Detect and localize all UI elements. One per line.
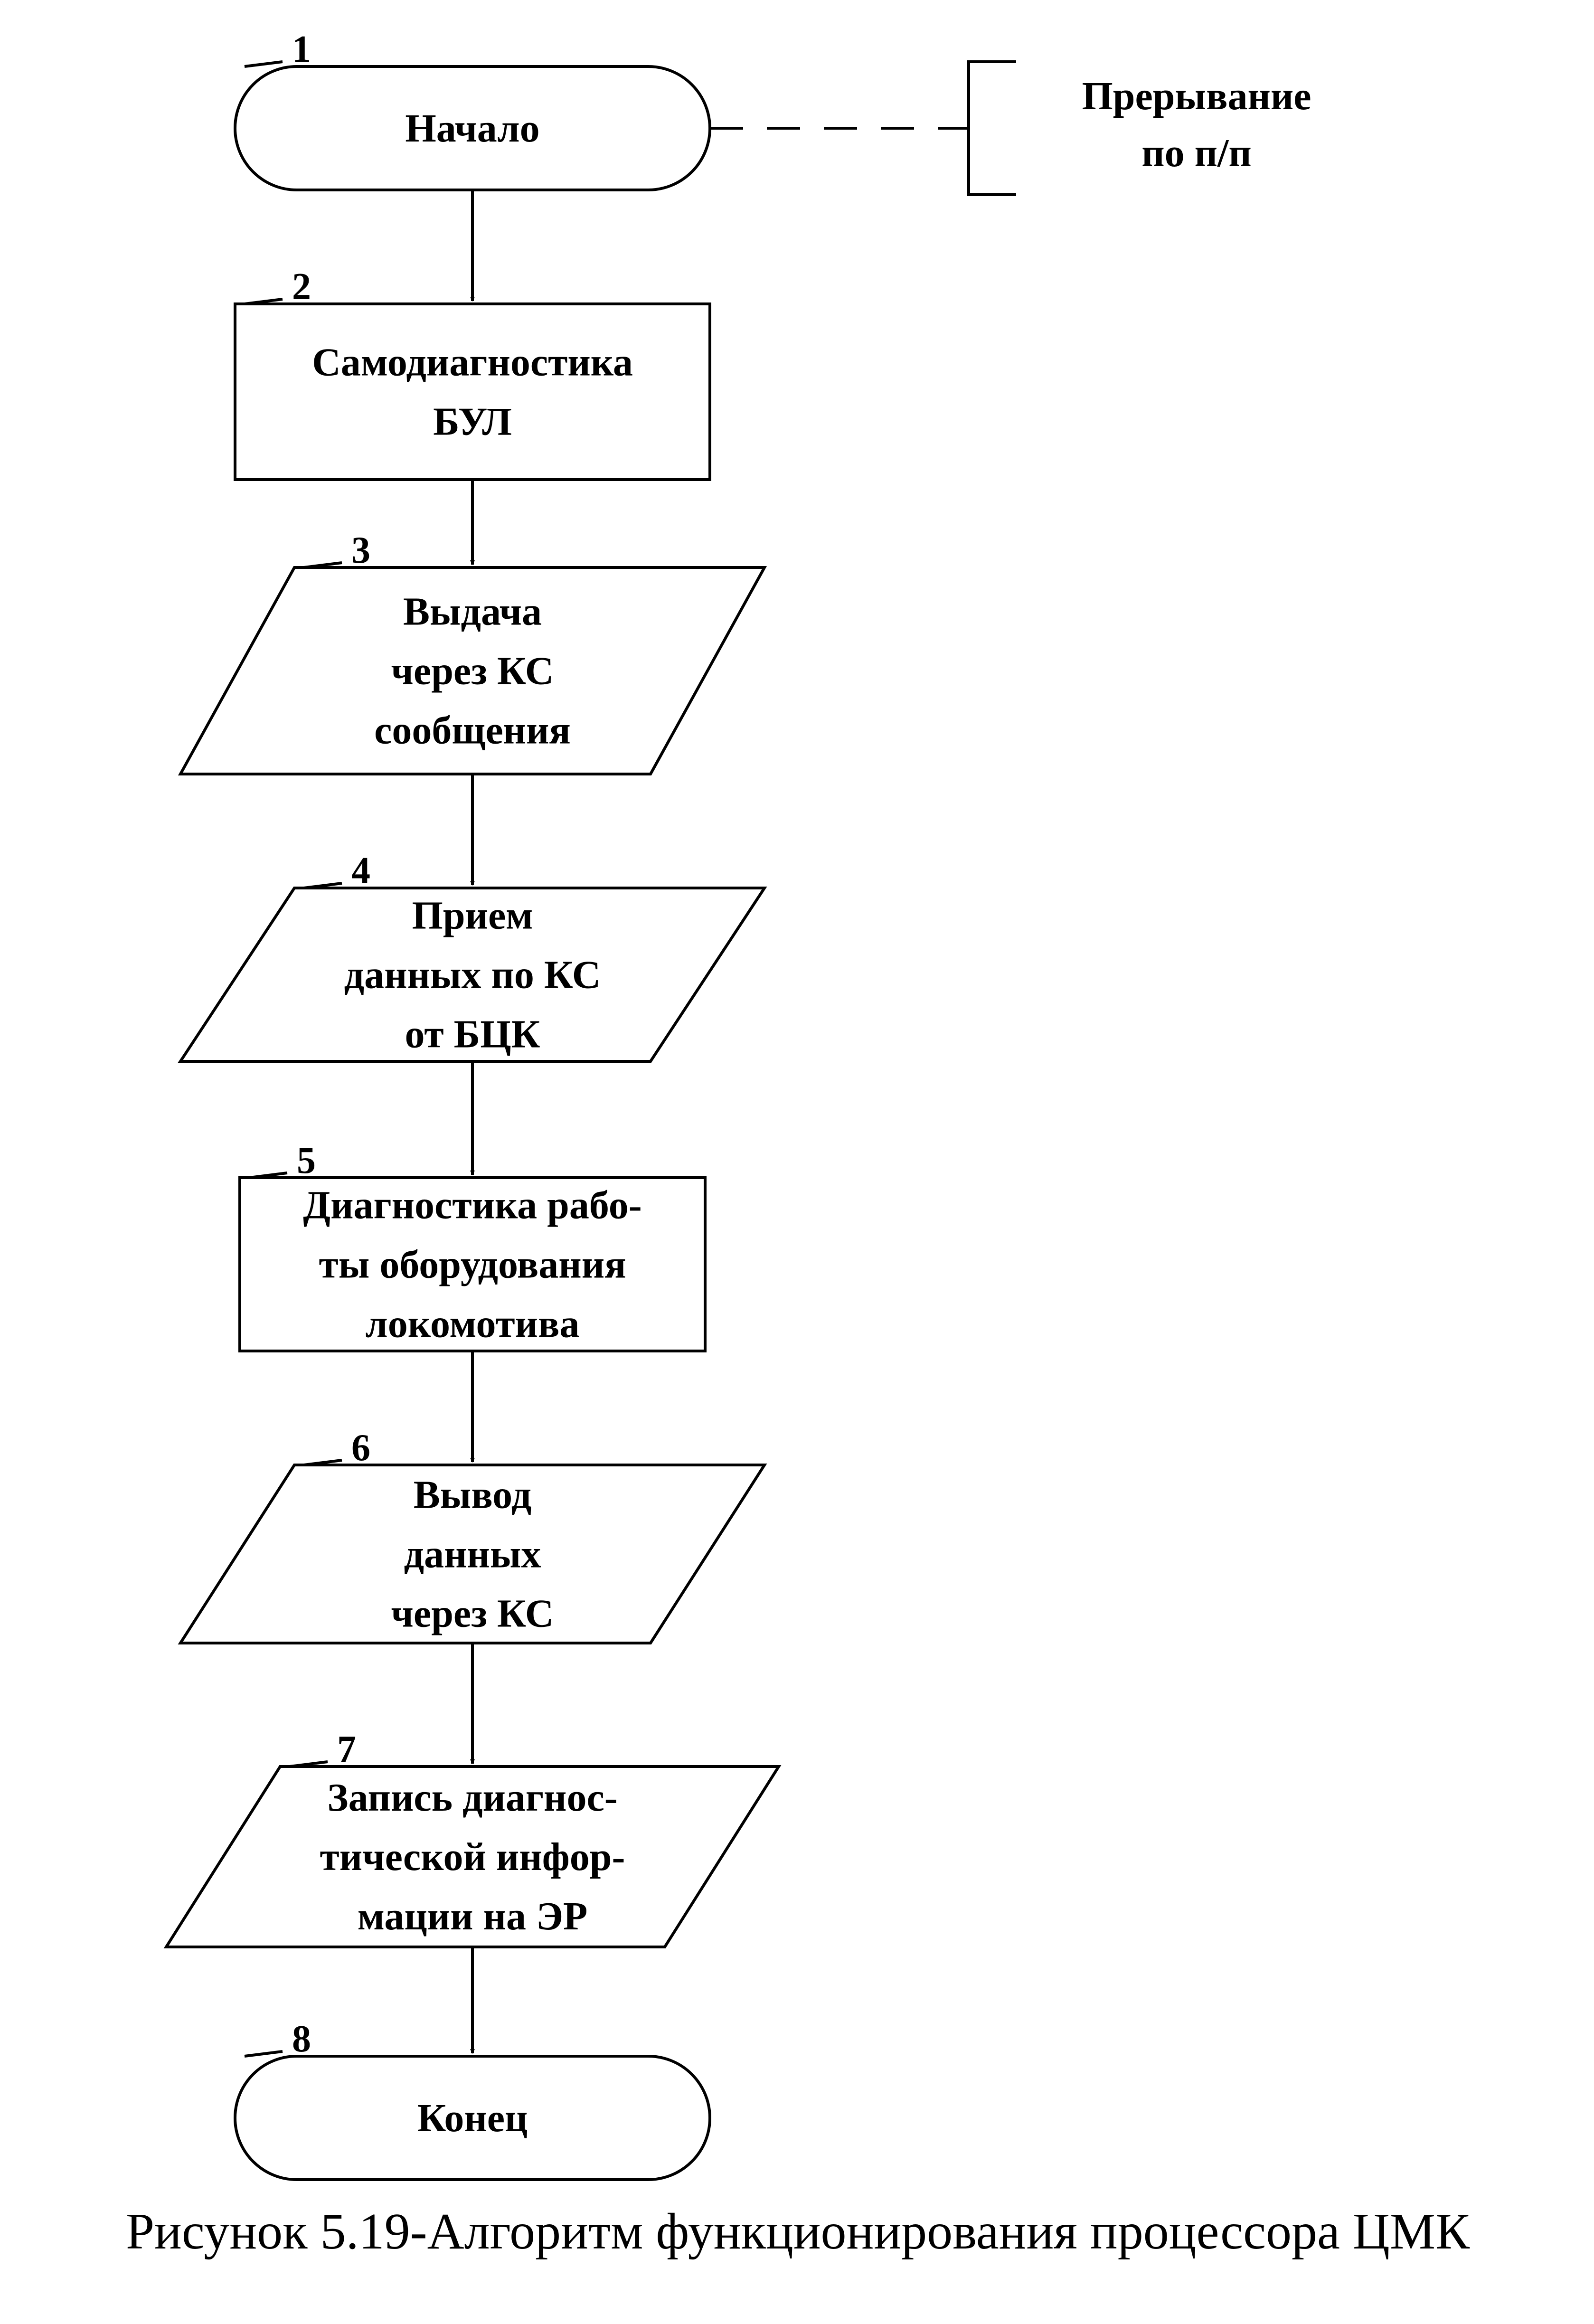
node-number: 2 [292,266,311,308]
node-number: 1 [292,28,311,70]
node-label-line: Начало [405,106,539,151]
node-label-line: локомотива [366,1302,580,1346]
node-label-line: от БЦК [405,1012,540,1057]
node-process-shape [238,1176,707,1352]
node-label-line: Самодиагностика [312,340,633,385]
node-label-line: мации на ЭР [358,1894,588,1938]
figure-caption: Рисунок 5.19-Алгоритм функционирования п… [126,2203,1470,2260]
number-leader [244,60,283,68]
annotation-interrupt: Прерывание по п/п [710,60,1311,196]
node-number: 5 [297,1140,316,1181]
node-number: 8 [292,2018,311,2060]
node-label-line: Запись диагнос- [327,1776,617,1820]
annotation-text-line: по п/п [1141,131,1252,175]
node-label-line: данных по КС [344,953,601,997]
node-label-line: Прием [412,894,533,938]
number-leader [244,298,283,305]
annotation-text-line: Прерывание [1082,74,1311,118]
number-leader [249,1171,288,1179]
number-leader [303,1459,342,1466]
node-label-line: Конец [417,2096,528,2140]
node-label-line: сообщения [374,709,571,753]
number-leader [303,561,342,569]
node-label-line: тической инфор- [320,1835,625,1879]
node-label-line: через КС [391,1592,554,1636]
node-number: 6 [351,1427,370,1469]
node-label-line: ты оборудования [319,1243,626,1287]
node-number: 4 [351,850,370,892]
node-number: 3 [351,529,370,571]
node-terminal-shape [234,2055,711,2181]
node-io-shape [178,887,767,1063]
node-number: 7 [337,1729,356,1770]
node-label-line: через КС [391,649,554,693]
node-io-shape [178,1464,767,1644]
node-label-line: Выдача [403,590,542,634]
number-leader [244,2050,283,2058]
node-io-shape [178,566,767,775]
node-label-line: БУЛ [433,400,512,444]
node-label-line: данных [404,1532,541,1577]
number-leader [303,882,342,889]
annotation-bracket [967,60,1016,196]
node-label-line: Вывод [414,1473,531,1517]
node-process-shape [234,302,711,481]
node-io-shape [163,1765,782,1948]
number-leader [289,1760,328,1768]
node-label-line: Диагностика рабо- [303,1183,641,1228]
